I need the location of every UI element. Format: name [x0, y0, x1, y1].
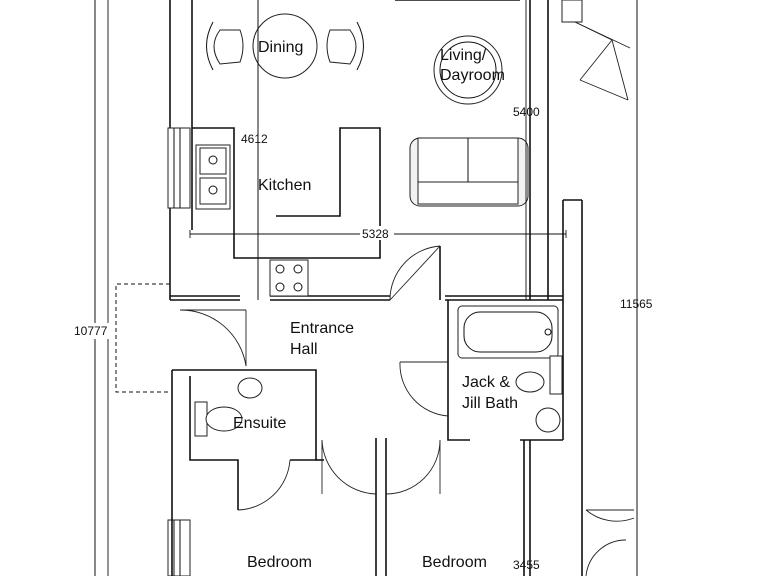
dim-bedroom-length: 3455	[513, 558, 540, 572]
label-bedroom-right: Bedroom	[422, 554, 487, 571]
label-ensuite: Ensuite	[233, 415, 286, 432]
dim-overall-length: 10777	[74, 324, 108, 338]
dim-kitchen-width: 5328	[362, 227, 389, 241]
entrance-door	[179, 309, 247, 367]
label-dining: Dining	[258, 39, 303, 56]
label-bath-line2: Jill Bath	[462, 395, 518, 412]
dashed-storage	[115, 283, 170, 393]
sofa	[409, 137, 529, 207]
label-living-line1: Living/	[440, 47, 487, 64]
dim-right-length: 11565	[620, 297, 653, 311]
kitchen-counters	[192, 127, 381, 297]
dim-living-length: 5400	[513, 105, 540, 119]
living-table	[433, 35, 503, 105]
label-kitchen: Kitchen	[258, 177, 311, 194]
label-entrance-line1: Entrance	[290, 320, 354, 337]
dim-overall-bg	[72, 323, 114, 339]
ensuite-room	[171, 369, 317, 576]
outer-walls	[94, 0, 638, 576]
label-living-line2: Dayroom	[440, 67, 505, 84]
label-bedroom-left: Bedroom	[247, 554, 312, 571]
label-entrance-line2: Hall	[290, 341, 318, 358]
hall-living-door	[389, 245, 441, 301]
left-windows	[167, 127, 191, 576]
label-bath-line1: Jack &	[462, 374, 510, 391]
top-right-patio-doors	[395, 0, 631, 101]
dim-kitchen-width-bg	[360, 226, 394, 240]
dim-kitchen-length: 4612	[241, 132, 268, 146]
jack-jill-bath	[399, 300, 563, 441]
bedroom-walls	[316, 438, 635, 576]
dining-table	[206, 0, 364, 300]
